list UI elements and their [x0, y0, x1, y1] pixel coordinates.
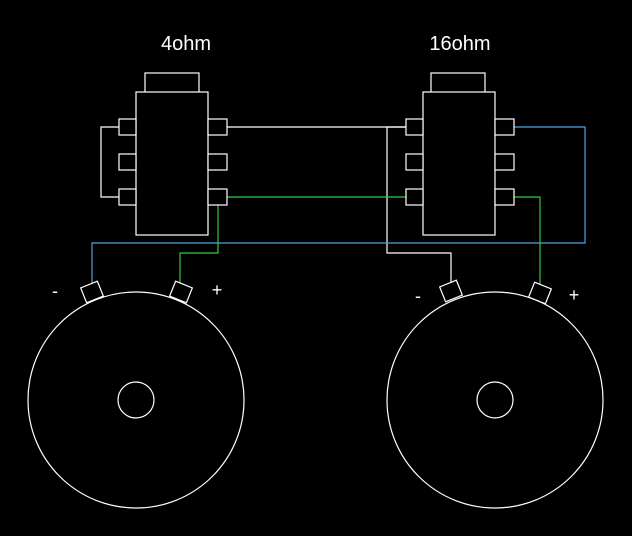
left-plus-label: + [212, 280, 223, 300]
right-jack-pin-left-top [405, 118, 424, 136]
right-speaker-plus-terminal [527, 281, 553, 305]
left-jack-pin-right-top [207, 118, 228, 136]
blue-wire-left-minus [91, 126, 586, 284]
right-jack-top-tab [430, 72, 486, 94]
left-jack-top-tab [144, 72, 200, 94]
left-jack-pin-left-bottom [118, 188, 137, 206]
right-jack [405, 72, 515, 236]
left-minus-label: - [52, 281, 58, 301]
left-jack-body [135, 91, 209, 236]
right-jack-pin-left-mid [405, 153, 424, 171]
left-speaker-cone [27, 291, 245, 509]
right-jack-pin-left-bottom [405, 188, 424, 206]
right-speaker-cone [386, 291, 604, 509]
left-jack-title: 4ohm [161, 33, 211, 55]
left-speaker-center [117, 381, 155, 419]
right-jack-pin-right-bottom [494, 188, 515, 206]
left-jack-pin-left-mid [118, 153, 137, 171]
left-jack-pin-right-bottom [207, 188, 228, 206]
wires [91, 126, 586, 285]
right-minus-label: - [415, 286, 421, 306]
left-jack-pin-left-top [118, 118, 137, 136]
right-speaker [386, 279, 604, 509]
right-jack-title: 16ohm [429, 33, 490, 55]
left-speaker [27, 280, 245, 509]
right-plus-label: + [569, 285, 580, 305]
left-jack [118, 72, 228, 236]
right-jack-pin-right-mid [494, 153, 515, 171]
green-wire-right-plus [514, 196, 541, 284]
white-wire-right-minus [386, 126, 452, 283]
right-jack-pin-right-top [494, 118, 515, 136]
white-jumper-left [100, 126, 119, 198]
right-jack-body [422, 91, 496, 236]
left-speaker-plus-terminal [168, 280, 194, 304]
left-speaker-minus-terminal [79, 280, 105, 304]
green-wire-left-plus [179, 196, 406, 285]
right-speaker-center [476, 381, 514, 419]
right-speaker-minus-terminal [438, 279, 464, 303]
left-jack-pin-right-mid [207, 153, 228, 171]
